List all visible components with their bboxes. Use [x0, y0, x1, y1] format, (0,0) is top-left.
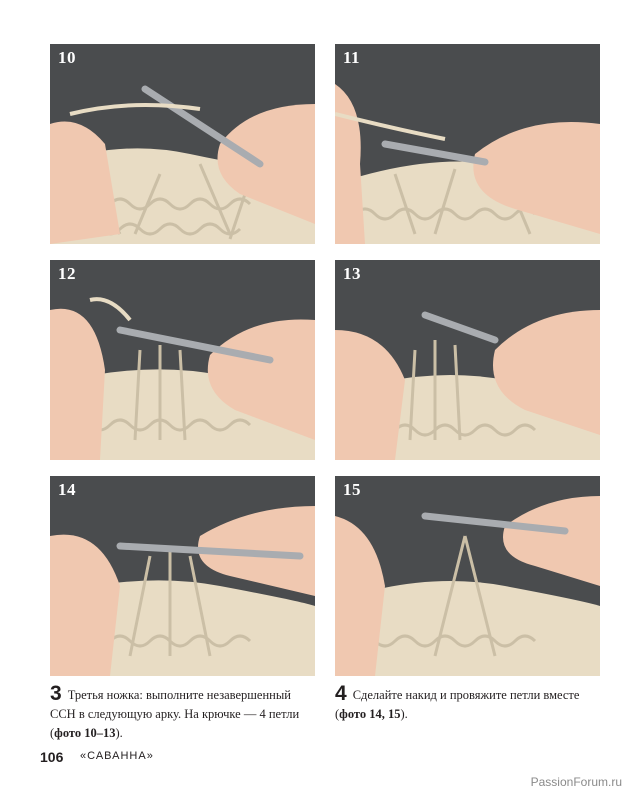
photo-number: 13 [343, 264, 361, 283]
step-text: Сделайте накид и провяжите петли вместе … [335, 688, 580, 721]
crochet-photo-illustration [335, 310, 600, 460]
photo-12: 12 [50, 260, 315, 460]
photo-10: 10 [50, 44, 315, 244]
photo-number: 15 [343, 480, 361, 499]
crochet-photo-illustration [335, 496, 600, 676]
running-title: «САВАННА» [80, 750, 154, 762]
step-number: 3 [50, 682, 62, 705]
crochet-photo-illustration [50, 506, 315, 676]
crochet-photo-illustration [50, 297, 315, 460]
photo-14: 14 [50, 476, 315, 676]
watermark: PassionForum.ru [530, 775, 622, 789]
photo-reference: фото 10–13 [54, 726, 116, 740]
step-text-end: ). [400, 707, 408, 721]
photo-number: 14 [58, 480, 76, 499]
crochet-photo-illustration [50, 85, 315, 244]
photo-number: 11 [343, 48, 361, 67]
photo-number: 12 [58, 264, 76, 283]
page-number: 106 [40, 749, 64, 765]
photo-11: 11 [335, 44, 600, 244]
crochet-photo-illustration [335, 84, 600, 244]
photo-13: 13 [335, 260, 600, 460]
photo-reference: фото 14, 15 [339, 707, 401, 721]
photo-15: 15 [335, 476, 600, 676]
photo-number: 10 [58, 48, 76, 67]
step-number: 4 [335, 682, 347, 705]
step-text-end: ). [115, 726, 123, 740]
step-text: Третья ножка: выполните незавершенный СС… [50, 688, 300, 740]
